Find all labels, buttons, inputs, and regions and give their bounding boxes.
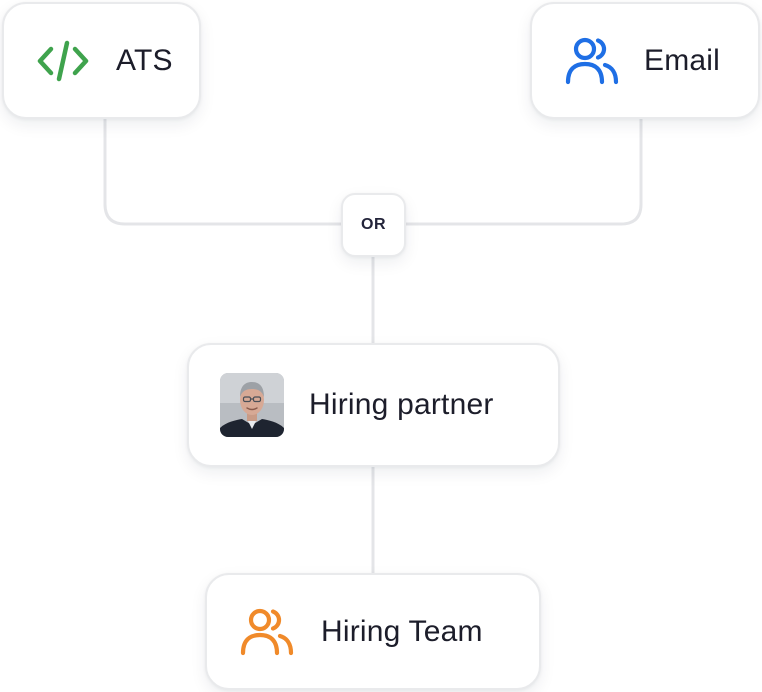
hiring-team-node[interactable]: Hiring Team [205, 573, 541, 690]
person-avatar [220, 373, 284, 437]
hiring-team-label: Hiring Team [321, 614, 483, 648]
connector-email-to-or [406, 119, 643, 226]
users-icon [564, 36, 620, 86]
ats-label: ATS [116, 43, 173, 77]
hiring-partner-node[interactable]: Hiring partner [187, 343, 560, 467]
code-icon [36, 39, 90, 83]
hiring-partner-label: Hiring partner [309, 388, 494, 421]
users-icon [239, 607, 295, 657]
email-node[interactable]: Email [530, 2, 760, 119]
or-label: OR [361, 216, 386, 233]
connector-ats-to-or [103, 119, 341, 226]
ats-node[interactable]: ATS [2, 2, 201, 119]
email-label: Email [644, 43, 721, 77]
or-node: OR [341, 193, 406, 257]
